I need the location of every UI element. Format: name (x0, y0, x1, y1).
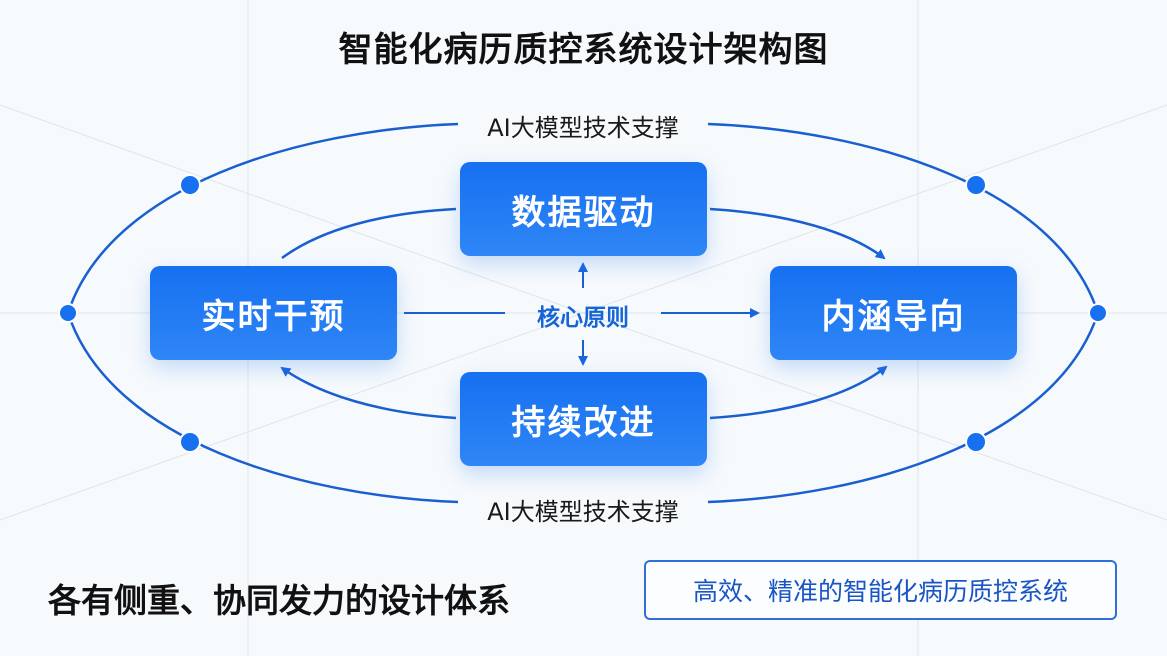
grid-line (582, 104, 1167, 314)
ellipse-dot-top-left (179, 174, 201, 196)
footer-left-caption: 各有侧重、协同发力的设计体系 (48, 581, 510, 620)
grid-line (0, 312, 584, 521)
arc-top-to-left (281, 207, 457, 260)
ellipse-dot-right (1088, 303, 1108, 323)
support-label-bottom: AI大模型技术支撑 (487, 498, 679, 526)
core-connectors (404, 262, 760, 366)
arc-bottom-to-right (709, 365, 888, 420)
ellipse-top-left-arc (66, 122, 459, 314)
cycle-arrows (280, 207, 888, 420)
arc-top-to-right (709, 207, 886, 260)
grid-line (582, 312, 1167, 521)
ellipse-dot-top-right (965, 174, 987, 196)
node-connotation-oriented: 内涵导向 (770, 266, 1017, 360)
node-real-time-intervention: 实时干预 (150, 266, 397, 360)
arc-bottom-to-left (280, 366, 457, 420)
footer-right-caption: 高效、精准的智能化病历质控系统 (692, 577, 1068, 606)
page-title: 智能化病历质控系统设计架构图 (338, 30, 829, 70)
footer-right-box: 高效、精准的智能化病历质控系统 (644, 560, 1117, 620)
ellipse-bottom-left-arc (66, 312, 459, 504)
ellipse-dot-left (58, 303, 78, 323)
ellipse-top-right-arc (707, 122, 1100, 314)
ellipse-dots (58, 174, 1108, 453)
grid-line (0, 104, 584, 314)
ellipse-dot-bottom-right (965, 431, 987, 453)
support-label-top: AI大模型技术支撑 (487, 114, 679, 142)
node-data-driven: 数据驱动 (460, 162, 707, 256)
core-principle-label: 核心原则 (537, 305, 629, 331)
ellipse-dot-bottom-left (179, 431, 201, 453)
node-continuous-improvement: 持续改进 (460, 372, 707, 466)
outer-ellipse (66, 122, 1100, 504)
ellipse-bottom-right-arc (707, 312, 1100, 504)
